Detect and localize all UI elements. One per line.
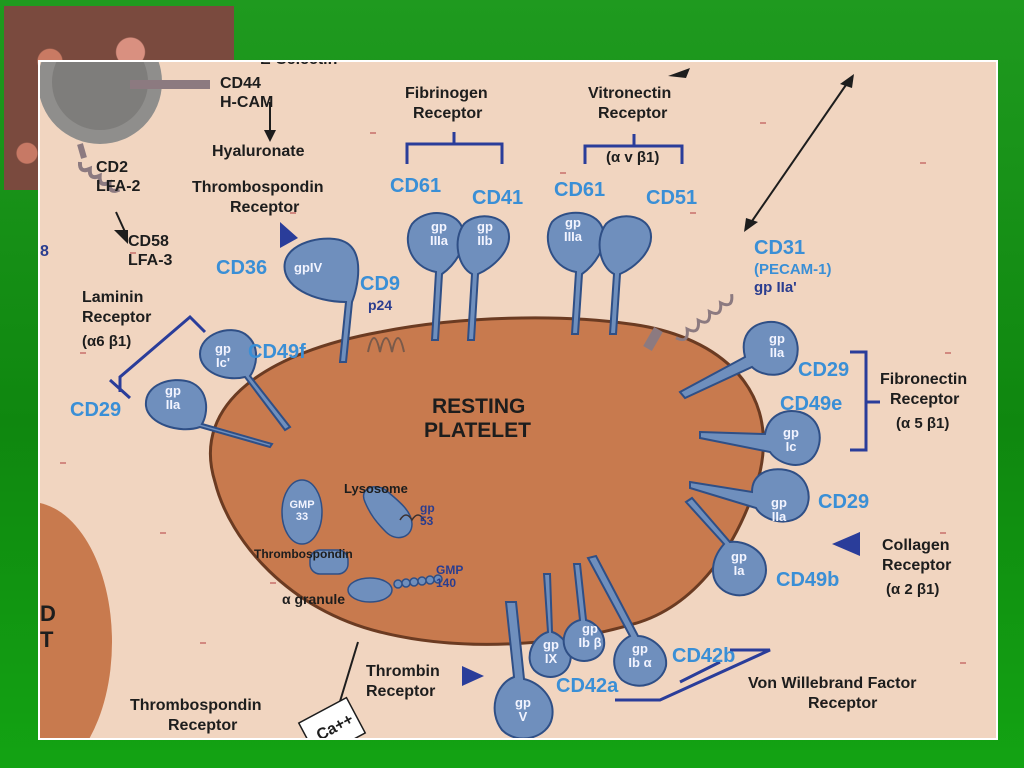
vitronectin-receptor-line2: Receptor <box>598 105 668 122</box>
fibrinogen-receptor-line2: Receptor <box>413 105 483 122</box>
neighbor-platelet-left <box>40 503 112 738</box>
cd31-label: CD31 <box>754 237 806 259</box>
cd9-label: CD9 <box>360 273 401 295</box>
fibrinogen-receptor-line1: Fibrinogen <box>405 85 488 102</box>
collagen-formula: (α 2 β1) <box>886 581 940 598</box>
thrombospondin-receptor-top-line1: Thrombospondin <box>192 179 324 196</box>
cd9-p24-label: p24 <box>368 297 393 313</box>
cd9-coil <box>367 337 405 353</box>
gpiv-label: gpIV <box>294 260 323 275</box>
diagram-slide: E-Selectin CD44 H-CAM Hyaluronate CD2 LF… <box>38 60 998 740</box>
cd42a-label: CD42a <box>556 675 619 697</box>
thrombospondin-receptor-bottom-line2: Receptor <box>168 717 238 734</box>
laminin-receptor-line2: Receptor <box>82 309 152 326</box>
cd2-label: CD2 <box>96 159 129 176</box>
collagen-receptor-line1: Collagen <box>882 537 950 554</box>
neighbor-letter-t: T <box>40 627 54 652</box>
lysosome-label: Lysosome <box>344 481 408 496</box>
cd58-label: CD58 <box>128 233 169 250</box>
vwf-receptor-line1: Von Willebrand Factor <box>748 675 917 692</box>
laminin-receptor-line1: Laminin <box>82 289 144 306</box>
center-title-line2: PLATELET <box>424 419 531 442</box>
lfa3-label: LFA-3 <box>128 252 173 269</box>
alpha-granule-label: α granule <box>282 591 346 607</box>
internal-organelles <box>281 479 443 603</box>
pecam1-label: (PECAM-1) <box>754 261 832 278</box>
thrombin-receptor-line1: Thrombin <box>366 663 440 680</box>
cd44-bar <box>130 80 210 89</box>
fibronectin-cd29-label: CD29 <box>798 359 850 381</box>
cd44-label: CD44 <box>220 75 261 92</box>
vitronectin-formula: (α v β1) <box>606 149 660 166</box>
platelet-diagram <box>40 62 966 738</box>
vwf-receptor-line2: Receptor <box>808 695 878 712</box>
vitronectin-receptor-line1: Vitronectin <box>588 85 672 102</box>
fibronectin-receptor-line2: Receptor <box>890 391 960 408</box>
cd31-stalk <box>643 326 663 352</box>
neighbor-letter-d: D <box>40 601 56 626</box>
center-title-line1: RESTING <box>432 395 526 418</box>
fibronectin-receptor-line1: Fibronectin <box>880 371 968 388</box>
fibrinogen-cd61-label: CD61 <box>390 175 442 197</box>
cd31-gp-label: gp IIa' <box>754 279 797 296</box>
hcam-label: H-CAM <box>220 94 274 111</box>
laminin-cd29-label: CD29 <box>70 399 122 421</box>
cd49f-label: CD49f <box>248 341 306 363</box>
collagen-arrow <box>832 532 860 556</box>
selectin-label: E-Selectin <box>260 62 337 69</box>
membrane-receptors <box>144 211 821 738</box>
collagen-receptor-line2: Receptor <box>882 557 952 574</box>
thrombospondin-internal-label: Thrombospondin <box>254 547 353 561</box>
collagen-cd29-label: CD29 <box>818 491 870 513</box>
cd42b-label: CD42b <box>672 645 736 667</box>
cd49e-label: CD49e <box>780 393 843 415</box>
cd51-label: CD51 <box>646 187 698 209</box>
laminin-formula: (α6 β1) <box>82 333 132 350</box>
vitronectin-cd61-label: CD61 <box>554 179 606 201</box>
receptor-brackets <box>108 132 880 702</box>
fibronectin-formula: (α 5 β1) <box>896 415 950 432</box>
cd31-coil <box>675 293 734 342</box>
calcium-box <box>297 696 367 738</box>
thrombospondin-receptor-top-line2: Receptor <box>230 199 300 216</box>
thrombospondin-receptor-bottom-line1: Thrombospondin <box>130 697 262 714</box>
thrombin-receptor-line2: Receptor <box>366 683 436 700</box>
hyaluronate-label: Hyaluronate <box>212 143 305 160</box>
cd36-label: CD36 <box>216 257 268 279</box>
cd49b-label: CD49b <box>776 569 840 591</box>
lfa2-label: LFA-2 <box>96 178 141 195</box>
cd41-label: CD41 <box>472 187 524 209</box>
edge-digit: 8 <box>40 243 49 260</box>
